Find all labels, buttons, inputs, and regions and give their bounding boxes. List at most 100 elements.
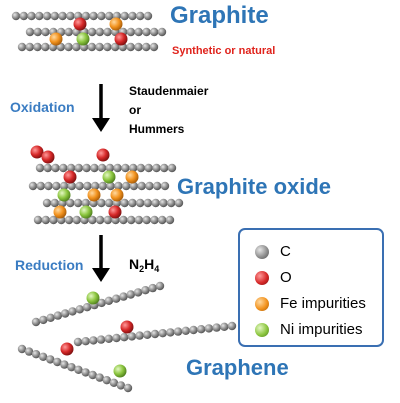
- carbon-atom: [114, 181, 123, 191]
- graphite-oxide-title: Graphite oxide: [177, 174, 332, 199]
- carbon-atom: [90, 181, 100, 191]
- carbon-atom: [42, 11, 52, 21]
- carbon-atom: [141, 286, 150, 295]
- carbon-atom: [129, 163, 138, 173]
- carbon-atom: [42, 198, 52, 208]
- nickel-atom: [57, 188, 71, 202]
- nickel-atom: [79, 205, 93, 219]
- carbon-atom: [142, 215, 151, 225]
- carbon-atom: [134, 27, 143, 37]
- carbon-atom: [11, 11, 21, 21]
- carbon-atom: [143, 11, 153, 21]
- graphene-title: Graphene: [186, 355, 289, 380]
- carbon-atom: [167, 163, 177, 173]
- carbon-atom: [160, 163, 169, 173]
- carbon-atom: [106, 181, 115, 191]
- carbon-atom: [153, 181, 162, 191]
- carbon-atom: [96, 335, 106, 344]
- carbon-atom: [58, 11, 67, 21]
- carbon-atom: [142, 27, 151, 37]
- carbon-atom: [88, 215, 97, 225]
- legend-label-iron: Fe impurities: [280, 295, 366, 312]
- oxidation-method-3: Hummers: [129, 122, 185, 136]
- carbon-atom: [24, 347, 34, 356]
- iron-atom: [110, 188, 124, 202]
- carbon-atom: [126, 27, 136, 37]
- carbon-atom: [89, 11, 98, 21]
- iron-swatch-icon: [255, 297, 269, 311]
- carbon-atom: [43, 163, 52, 173]
- carbon-atom: [41, 27, 50, 37]
- reduction-label: Reduction: [15, 257, 84, 273]
- oxygen-swatch-icon: [255, 271, 269, 285]
- carbon-atom: [109, 378, 119, 387]
- carbon-atom: [135, 331, 144, 340]
- carbon-atom: [104, 334, 114, 343]
- carbon-atom: [97, 11, 106, 21]
- carbon-atom: [212, 323, 221, 332]
- oxygen-atom: [120, 320, 134, 334]
- legend-label-nickel: Ni impurities: [280, 321, 363, 338]
- legend-item-carbon: C: [240, 241, 386, 263]
- carbon-atom: [113, 163, 122, 173]
- carbon-atom: [98, 181, 108, 191]
- carbon-atom: [204, 324, 214, 333]
- carbon-atom: [75, 181, 84, 191]
- carbon-atom: [116, 381, 126, 390]
- carbon-atom: [66, 163, 76, 173]
- reagent-sub-4: 4: [154, 264, 160, 274]
- carbon-atom: [151, 198, 160, 208]
- carbon-atom: [25, 42, 34, 52]
- carbon-atom: [143, 330, 152, 339]
- iron-atom: [49, 32, 63, 46]
- nickel-atom: [86, 291, 100, 305]
- carbon-atom: [103, 42, 112, 52]
- carbon-atom: [19, 11, 28, 21]
- carbon-atom: [150, 27, 159, 37]
- carbon-atom: [89, 336, 98, 345]
- carbon-atom: [39, 315, 48, 325]
- carbon-atom: [103, 27, 112, 37]
- carbon-atom: [165, 215, 175, 225]
- carbon-atom: [155, 281, 165, 291]
- carbon-atom: [97, 163, 107, 173]
- carbon-atom: [81, 198, 91, 208]
- carbon-atom: [27, 11, 36, 21]
- nickel-swatch-icon: [255, 323, 269, 337]
- carbon-atom: [95, 42, 104, 52]
- carbon-atom: [72, 42, 81, 52]
- carbon-atom: [112, 333, 121, 343]
- carbon-atom: [17, 344, 27, 354]
- carbon-atom: [53, 357, 62, 367]
- carbon-atom: [129, 181, 139, 191]
- carbon-atom: [17, 42, 27, 52]
- legend-label-oxygen: O: [280, 269, 292, 286]
- reagent-sub-2: 2: [139, 264, 145, 274]
- carbon-atom: [87, 27, 97, 37]
- carbon-atom: [127, 215, 136, 225]
- iron-atom: [125, 170, 139, 184]
- carbon-atom: [64, 42, 73, 52]
- carbon-atom: [81, 368, 90, 377]
- carbon-atom: [128, 198, 137, 208]
- carbon-atom: [134, 42, 143, 52]
- oxidation-label: Oxidation: [10, 99, 75, 115]
- carbon-atom: [59, 163, 68, 173]
- carbon-atom: [97, 198, 106, 208]
- carbon-atom: [82, 163, 91, 173]
- carbon-atom: [166, 328, 175, 337]
- carbon-atom: [173, 327, 183, 336]
- carbon-atom: [33, 215, 43, 225]
- carbon-atom: [160, 181, 170, 191]
- legend-item-nickel: Ni impurities: [240, 319, 386, 341]
- carbon-atom: [149, 42, 159, 52]
- carbon-atom: [119, 215, 128, 225]
- carbon-atom: [72, 215, 82, 225]
- carbon-atom: [127, 332, 137, 341]
- oxygen-atom: [63, 170, 77, 184]
- carbon-atom: [66, 198, 75, 208]
- carbon-atom: [74, 163, 84, 173]
- carbon-atom: [60, 309, 70, 318]
- oxidation-arrow-head: [92, 118, 110, 132]
